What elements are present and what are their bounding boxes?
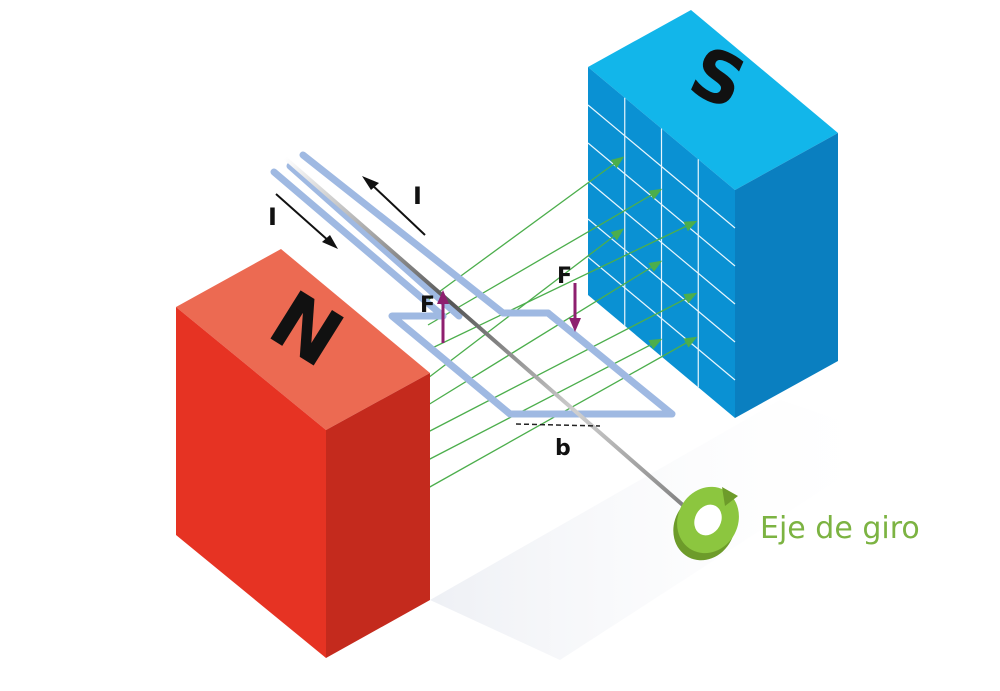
- coil-lead-front: [270, 168, 447, 320]
- current-arrow-out: [362, 176, 426, 236]
- axis-label: Eje de giro: [760, 511, 920, 546]
- south-magnet-top: [588, 10, 838, 190]
- north-magnet-side: [326, 373, 430, 658]
- coil-loop: [388, 309, 676, 418]
- south-grid-horizontal: [587, 104, 736, 229]
- coil-lead-back: [299, 151, 552, 317]
- width-label: b: [555, 436, 571, 461]
- north-magnet-top: [176, 249, 430, 430]
- current-label-out: I: [413, 182, 422, 210]
- south-grid-horizontal: [587, 256, 736, 381]
- current-label-in: I: [268, 203, 277, 231]
- field-line: [427, 228, 625, 379]
- field-line: [427, 338, 663, 461]
- rotation-icon: [673, 486, 739, 561]
- field-line: [427, 188, 663, 326]
- force-label-right: F: [557, 264, 572, 289]
- south-magnet-side: [735, 133, 838, 418]
- force-arrow-up: [437, 290, 449, 343]
- floor-shadow: [430, 400, 900, 660]
- force-label-left: F: [420, 293, 435, 318]
- field-line: [427, 292, 698, 433]
- force-arrow-down: [569, 283, 581, 332]
- coil-lead-front-inner: [286, 162, 463, 320]
- width-dimension-line: [515, 423, 601, 427]
- north-magnet-front: [176, 307, 326, 658]
- field-line: [427, 220, 698, 351]
- north-magnet: N: [176, 249, 430, 658]
- current-arrow-in: [275, 193, 338, 249]
- coil: [270, 151, 676, 418]
- south-grid-horizontal: [587, 180, 736, 305]
- south-magnet: S: [587, 10, 838, 418]
- rotation-shaft: [283, 156, 702, 522]
